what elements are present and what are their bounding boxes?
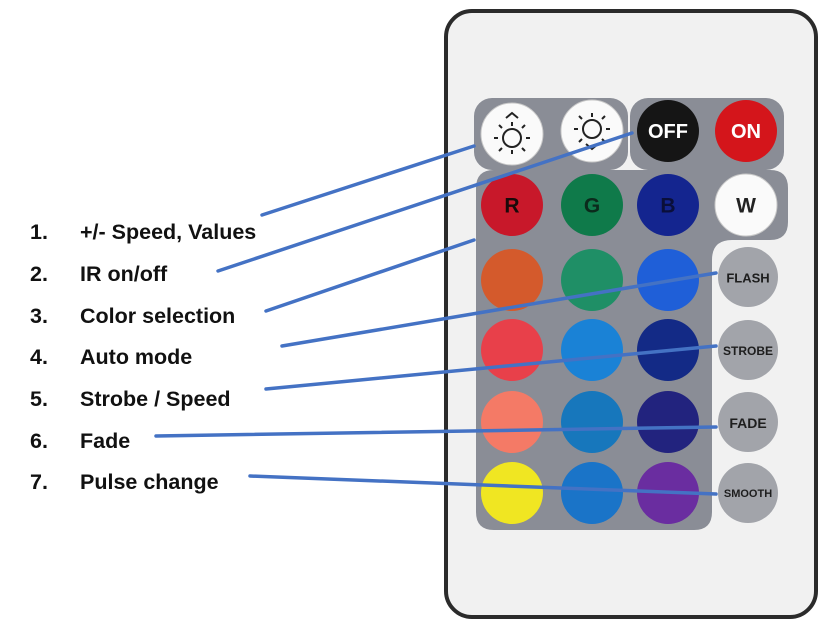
r-button[interactable]: R — [481, 174, 543, 236]
strobe-button-label: STROBE — [723, 344, 773, 358]
color-button-r2-c1[interactable] — [481, 319, 543, 381]
legend-item: 6. Fade — [30, 420, 330, 462]
leader-line-3 — [264, 238, 476, 313]
leader-line-2 — [216, 131, 634, 273]
color-button-r3-c3[interactable] — [637, 391, 699, 453]
color-button-r2-c2[interactable] — [561, 319, 623, 381]
leader-line-4 — [280, 271, 718, 348]
legend-number: 4. — [30, 345, 48, 370]
brightness-up-button[interactable] — [480, 102, 544, 166]
color-button-r1-c1[interactable] — [481, 249, 543, 311]
legend-item: 1. +/- Speed, Values — [30, 212, 330, 254]
color-button-r4-c1[interactable] — [481, 462, 543, 524]
smooth-button[interactable]: SMOOTH — [718, 463, 778, 523]
flash-button[interactable]: FLASH — [718, 247, 778, 307]
color-button-r4-c2[interactable] — [561, 462, 623, 524]
leader-line-5 — [264, 344, 718, 391]
strobe-button[interactable]: STROBE — [718, 320, 778, 380]
r-button-label: R — [504, 195, 519, 218]
color-button-r3-c1[interactable] — [481, 391, 543, 453]
legend-number: 2. — [30, 262, 48, 287]
w-button-label: W — [736, 195, 756, 218]
legend-number: 3. — [30, 303, 48, 328]
b-button-label: B — [660, 195, 675, 218]
legend-item: 3. Color selection — [30, 295, 330, 337]
legend-label: Auto mode — [80, 345, 193, 370]
legend-number: 1. — [30, 220, 48, 245]
brightness-down-button[interactable] — [560, 99, 624, 163]
function-legend: 1. +/- Speed, Values 2. IR on/off 3. Col… — [30, 212, 330, 504]
smooth-button-label: SMOOTH — [724, 488, 772, 500]
legend-item: 5. Strobe / Speed — [30, 379, 330, 421]
on-button[interactable]: ON — [715, 100, 777, 162]
legend-label: Strobe / Speed — [80, 387, 231, 412]
legend-number: 6. — [30, 428, 48, 453]
legend-label: +/- Speed, Values — [80, 220, 257, 245]
flash-button-label: FLASH — [726, 271, 769, 286]
on-button-label: ON — [731, 121, 761, 143]
leader-line-7 — [248, 474, 718, 496]
g-button[interactable]: G — [561, 174, 623, 236]
legend-number: 7. — [30, 470, 48, 495]
b-button[interactable]: B — [637, 174, 699, 236]
leader-line-1 — [260, 144, 476, 217]
color-panel — [476, 170, 788, 530]
off-button[interactable]: OFF — [637, 100, 699, 162]
color-button-r1-c2[interactable] — [561, 249, 623, 311]
legend-item: 2. IR on/off — [30, 254, 330, 296]
leader-lines — [154, 131, 718, 496]
fade-button[interactable]: FADE — [718, 392, 778, 452]
fade-button-label: FADE — [729, 415, 766, 431]
leader-line-6 — [154, 425, 718, 438]
legend-number: 5. — [30, 387, 48, 412]
legend-item: 4. Auto mode — [30, 337, 330, 379]
color-button-r3-c2[interactable] — [561, 391, 623, 453]
legend-label: Fade — [80, 428, 131, 453]
g-button-label: G — [584, 195, 600, 218]
legend-label: Pulse change — [80, 470, 219, 495]
legend-item: 7. Pulse change — [30, 462, 330, 504]
off-button-label: OFF — [648, 121, 688, 143]
w-button[interactable]: W — [714, 173, 778, 237]
brightness-up-icon — [494, 111, 530, 154]
legend-label: IR on/off — [80, 262, 168, 287]
legend-label: Color selection — [80, 303, 236, 328]
